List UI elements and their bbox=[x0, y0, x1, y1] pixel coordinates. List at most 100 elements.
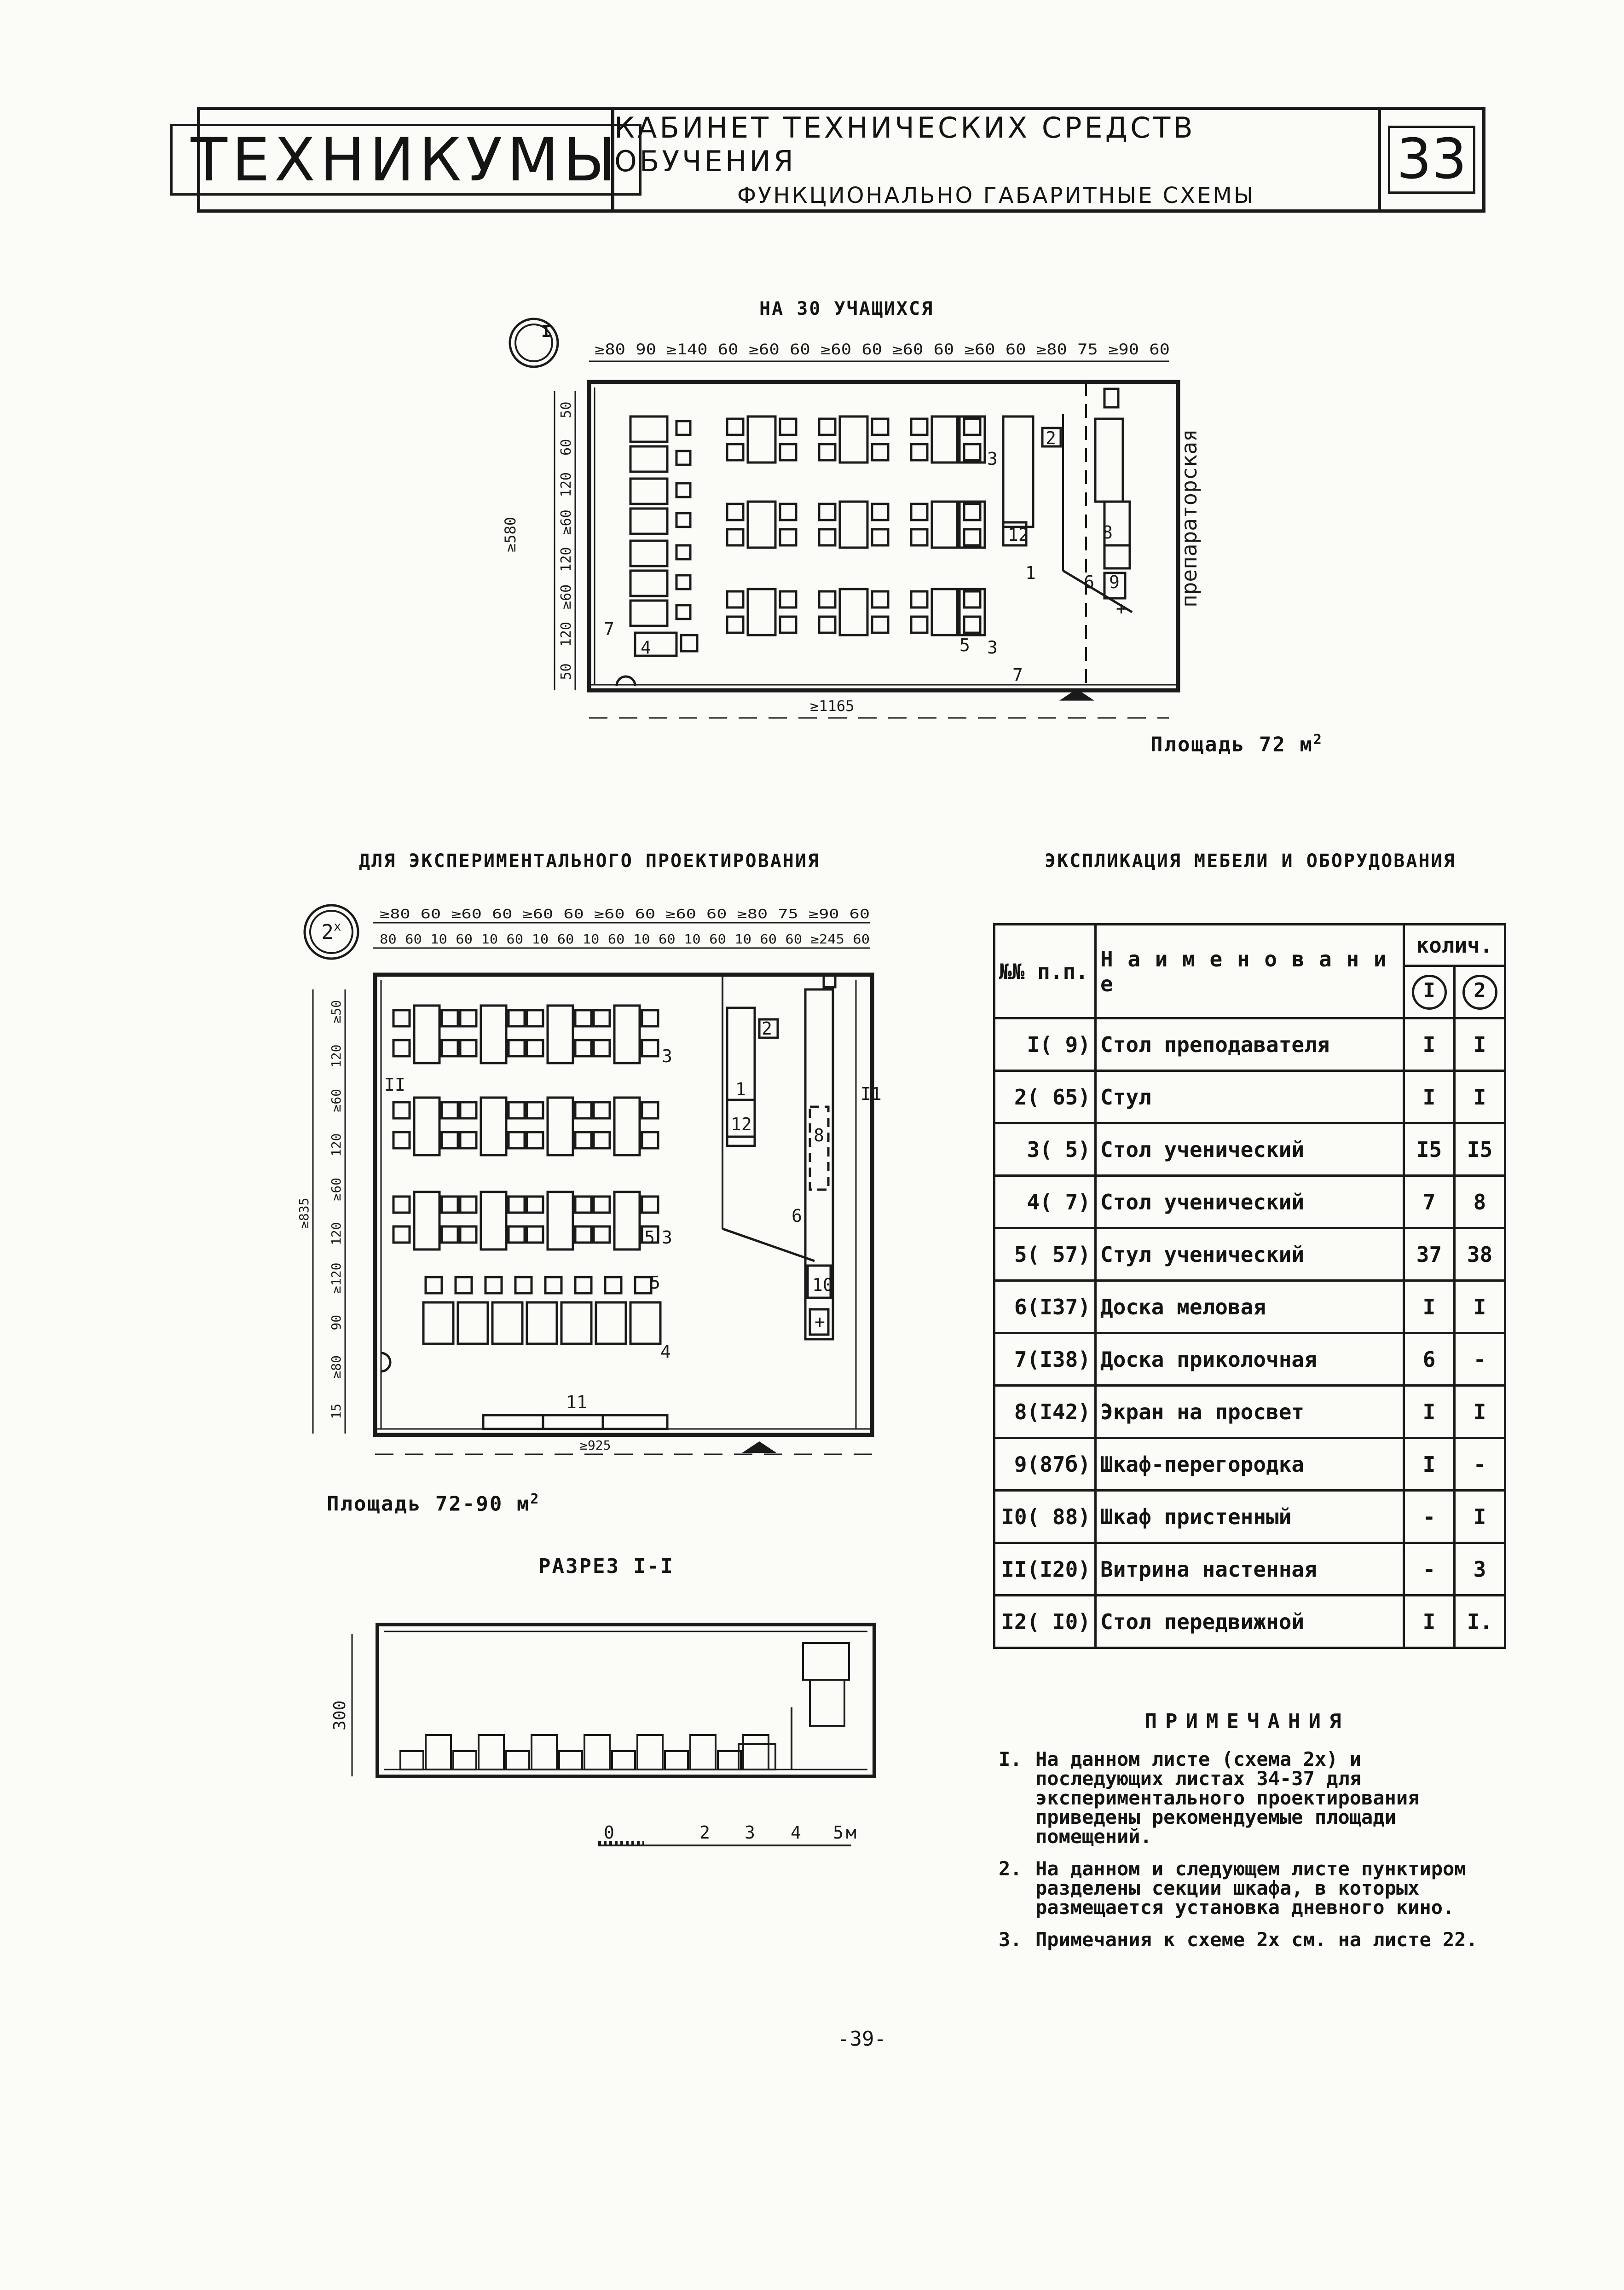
section-desk bbox=[425, 1734, 452, 1770]
student-chair bbox=[507, 1039, 526, 1058]
student-desk bbox=[838, 500, 869, 549]
cell-name: Доска приколочная bbox=[1094, 1332, 1405, 1387]
cell-q1: 6 bbox=[1403, 1332, 1456, 1387]
cell-num: 3( 5) bbox=[993, 1122, 1097, 1177]
student-chair bbox=[641, 1131, 659, 1150]
student-chair bbox=[526, 1225, 544, 1244]
student-chair bbox=[392, 1225, 411, 1244]
student-chair bbox=[459, 1131, 478, 1150]
student-desk bbox=[838, 588, 869, 636]
student-chair bbox=[392, 1101, 411, 1120]
student-chair bbox=[392, 1195, 411, 1214]
cell-q2: I bbox=[1453, 1489, 1506, 1544]
sheet-subtitle: ФУНКЦИОНАЛЬНО ГАБАРИТНЫЕ СХЕМЫ bbox=[737, 183, 1255, 208]
student-desk bbox=[613, 1191, 641, 1251]
scheme2-top-dims2: 80 60 10 60 10 60 10 60 10 60 10 60 10 6… bbox=[380, 931, 870, 947]
cell-num: 4( 7) bbox=[993, 1174, 1097, 1229]
cell-q2: 8 bbox=[1453, 1174, 1506, 1229]
section-drawing: 300 0 2 3 4 5 м bbox=[330, 1623, 876, 1846]
svg-text:4: 4 bbox=[791, 1822, 801, 1843]
s1-label-3a: 3 bbox=[987, 449, 998, 469]
student-chair bbox=[963, 503, 982, 521]
note-item: 3.Примечания к схеме 2х см. на листе 22. bbox=[999, 1928, 1478, 1951]
student-chair bbox=[779, 503, 798, 521]
s2-label-10: 10 bbox=[812, 1275, 833, 1295]
cell-q1: I bbox=[1403, 1017, 1456, 1072]
section-desk bbox=[742, 1734, 769, 1770]
student-desk bbox=[491, 1301, 524, 1345]
s2-label-12: 12 bbox=[731, 1114, 752, 1134]
col-name-header: Н а и м е н о в а н и е bbox=[1094, 923, 1405, 1019]
s2-label-6: 6 bbox=[792, 1206, 802, 1226]
cell-q1: 37 bbox=[1403, 1227, 1456, 1282]
student-desk bbox=[526, 1301, 558, 1345]
section-chair bbox=[558, 1750, 583, 1770]
cell-num: 8(I42) bbox=[993, 1384, 1097, 1439]
dim-label: ≥60 bbox=[329, 1089, 344, 1112]
dim-label: 120 bbox=[558, 622, 574, 647]
cell-q2: I bbox=[1453, 1384, 1506, 1439]
s1-label-7a: 7 bbox=[604, 619, 614, 639]
student-desk bbox=[629, 1301, 662, 1345]
student-chair bbox=[507, 1225, 526, 1244]
title-block-main: КАБИНЕТ ТЕХНИЧЕСКИХ СРЕДСТВ ОБУЧЕНИЯ ФУН… bbox=[614, 110, 1381, 209]
student-chair bbox=[641, 1225, 659, 1244]
student-chair bbox=[910, 417, 929, 436]
student-chair bbox=[726, 615, 745, 634]
cell-q2: I. bbox=[1453, 1594, 1506, 1649]
student-chair bbox=[392, 1131, 411, 1150]
student-chair bbox=[592, 1195, 611, 1214]
cell-q1: I bbox=[1403, 1437, 1456, 1492]
cell-num: II(I20) bbox=[993, 1542, 1097, 1596]
dim-label: 120 bbox=[329, 1222, 344, 1245]
student-desk bbox=[956, 500, 986, 549]
student-chair bbox=[459, 1195, 478, 1214]
student-chair bbox=[440, 1039, 459, 1058]
student-chair bbox=[871, 417, 890, 436]
student-chair bbox=[592, 1039, 611, 1058]
student-desk bbox=[613, 1004, 641, 1064]
student-chair bbox=[726, 503, 745, 521]
section-chair bbox=[505, 1750, 530, 1770]
student-chair bbox=[526, 1039, 544, 1058]
student-chair bbox=[818, 590, 837, 609]
student-chair bbox=[574, 1225, 593, 1244]
dim-label: 90 bbox=[329, 1315, 344, 1330]
cell-q1: I bbox=[1403, 1594, 1456, 1649]
scheme2-bottom-total: ≥925 bbox=[580, 1438, 611, 1453]
col-q1-header: I bbox=[1411, 974, 1447, 1010]
cell-name: Шкаф-перегородка bbox=[1094, 1437, 1405, 1492]
s2-label-11: 11 bbox=[566, 1392, 587, 1412]
cell-q1: I bbox=[1403, 1070, 1456, 1124]
category-title: ТЕХНИКУМЫ bbox=[170, 124, 642, 196]
scale-labels: 0 2 3 4 5 м bbox=[604, 1822, 856, 1843]
svg-text:0: 0 bbox=[604, 1822, 614, 1843]
student-chair bbox=[963, 615, 982, 634]
student-chair bbox=[818, 443, 837, 462]
scheme1-area: Площадь 72 м2 bbox=[1150, 732, 1323, 757]
cell-q1: - bbox=[1403, 1489, 1456, 1544]
section-desk bbox=[478, 1734, 505, 1770]
dim-label: ≥120 bbox=[329, 1263, 344, 1294]
student-chair bbox=[440, 1101, 459, 1120]
student-chair bbox=[507, 1101, 526, 1120]
student-chair bbox=[440, 1225, 459, 1244]
sheet-number: 33 bbox=[1387, 126, 1476, 194]
student-desk bbox=[613, 1096, 641, 1157]
title-block-category: ТЕХНИКУМЫ bbox=[170, 110, 642, 209]
title-block: ТЕХНИКУМЫ КАБИНЕТ ТЕХНИЧЕСКИХ СРЕДСТВ ОБ… bbox=[170, 107, 1485, 213]
dim-label: ≥50 bbox=[329, 1000, 344, 1024]
scheme1-room-wall bbox=[587, 380, 1180, 693]
cell-q2: I bbox=[1453, 1070, 1506, 1124]
section-chair bbox=[452, 1750, 477, 1770]
svg-text:+: + bbox=[815, 1312, 825, 1332]
scheme2-plan: 3 3 5 5 4 2 1 12 8 6 10 + 11 II I1 ≥80 6… bbox=[296, 904, 882, 1455]
cell-name: Стул ученический bbox=[1094, 1227, 1405, 1282]
col-qty-header: колич. bbox=[1403, 923, 1506, 967]
sheet-title: КАБИНЕТ ТЕХНИЧЕСКИХ СРЕДСТВ ОБУЧЕНИЯ bbox=[614, 111, 1196, 178]
student-desk bbox=[413, 1004, 441, 1064]
s2-label-4: 4 bbox=[660, 1342, 671, 1362]
